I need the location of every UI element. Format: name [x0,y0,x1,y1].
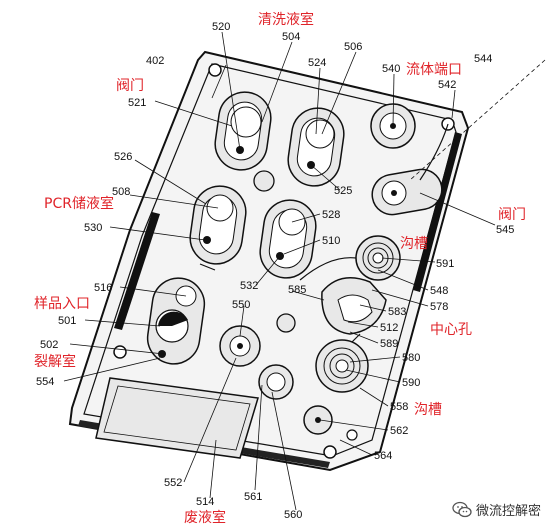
pcr-chamber-well [206,194,234,222]
label-sample-inlet: 样品入口 [34,296,90,312]
waste-chamber-inner [103,385,251,451]
clean-chamber-2-well [305,119,335,149]
ref-532: 532 [240,280,258,292]
label-groove-top: 沟槽 [400,236,428,252]
ref-525: 525 [334,185,352,197]
ref-510: 510 [322,235,340,247]
label-fluid-port: 流体端口 [406,62,462,78]
ref-550: 550 [232,299,250,311]
small-well-2 [276,313,296,333]
ref-520: 520 [212,21,230,33]
label-waste-chamber: 废液室 [184,509,226,526]
ref-524: 524 [308,57,326,69]
ref-530: 530 [84,222,102,234]
ref-554: 554 [36,376,54,388]
ref-590: 590 [402,377,420,389]
chamber-560-inner [266,372,286,392]
ref-501: 501 [58,315,76,327]
label-groove-bottom: 沟槽 [414,402,442,418]
pcr-chamber-port [203,236,211,244]
clean-chamber-1-well [230,106,262,138]
groove-top-ring2 [367,247,389,269]
groove-top-ring3 [372,252,384,264]
lysis-chamber-shade [158,311,188,326]
chinese-annotations: 清洗液室 阀门 流体端口 PCR储液室 阀门 沟槽 样品入口 裂解室 中心孔 沟… [34,11,526,526]
label-clean-chamber: 清洗液室 [258,11,314,28]
port-562-dot [315,417,321,423]
ref-585: 585 [288,284,306,296]
label-lysis-chamber: 裂解室 [34,353,76,370]
ref-506: 506 [344,41,362,53]
ref-521: 521 [128,97,146,109]
ref-514: 514 [196,496,214,508]
corner-hole [323,445,337,459]
groove-top-ring1 [362,242,394,274]
ref-402: 402 [146,55,164,67]
ref-591: 591 [436,258,454,270]
ref-516: 516 [94,282,112,294]
wechat-icon [452,501,472,517]
ref-560: 560 [284,509,302,521]
waste-chamber [95,377,259,459]
chamber-550-dot [237,343,243,349]
ref-561: 561 [244,491,262,503]
watermark: 微流控解密 [452,500,541,519]
ref-589: 589 [380,338,398,350]
ref-540: 540 [382,63,400,75]
groove-bottom-ring1 [323,347,361,385]
label-valve-right: 阀门 [498,207,526,223]
ref-548: 548 [430,285,448,297]
ref-504: 504 [282,31,300,43]
corner-hole [113,345,127,359]
reference-numbers: 520 504 506 544 402 524 540 542 521 526 … [36,21,514,521]
leader-lines [63,31,546,511]
ref-562: 562 [390,425,408,437]
label-pcr-chamber: PCR储液室 [44,195,114,212]
ref-558: 558 [390,401,408,413]
ref-512: 512 [380,322,398,334]
ref-508: 508 [112,186,130,198]
label-center-hole: 中心孔 [430,322,472,338]
chambers [95,91,443,459]
center-hole [337,294,373,323]
ref-564: 564 [374,450,392,462]
ref-542: 542 [438,79,456,91]
valve-right-dot [391,190,397,196]
ref-583: 583 [388,306,406,318]
small-well [253,170,275,192]
groove-bottom-ring3 [335,359,349,373]
ref-580: 580 [402,352,420,364]
ref-545: 545 [496,224,514,236]
groove-bottom-ring2 [329,353,355,379]
ref-528: 528 [322,209,340,221]
ref-578: 578 [430,301,448,313]
watermark-text: 微流控解密 [476,504,542,519]
ref-526: 526 [114,151,132,163]
corner-hole [208,63,222,77]
ref-502: 502 [40,339,58,351]
label-valve-top: 阀门 [116,78,144,94]
ref-544: 544 [474,53,492,65]
corner-hole [346,429,358,441]
ref-552: 552 [164,477,182,489]
